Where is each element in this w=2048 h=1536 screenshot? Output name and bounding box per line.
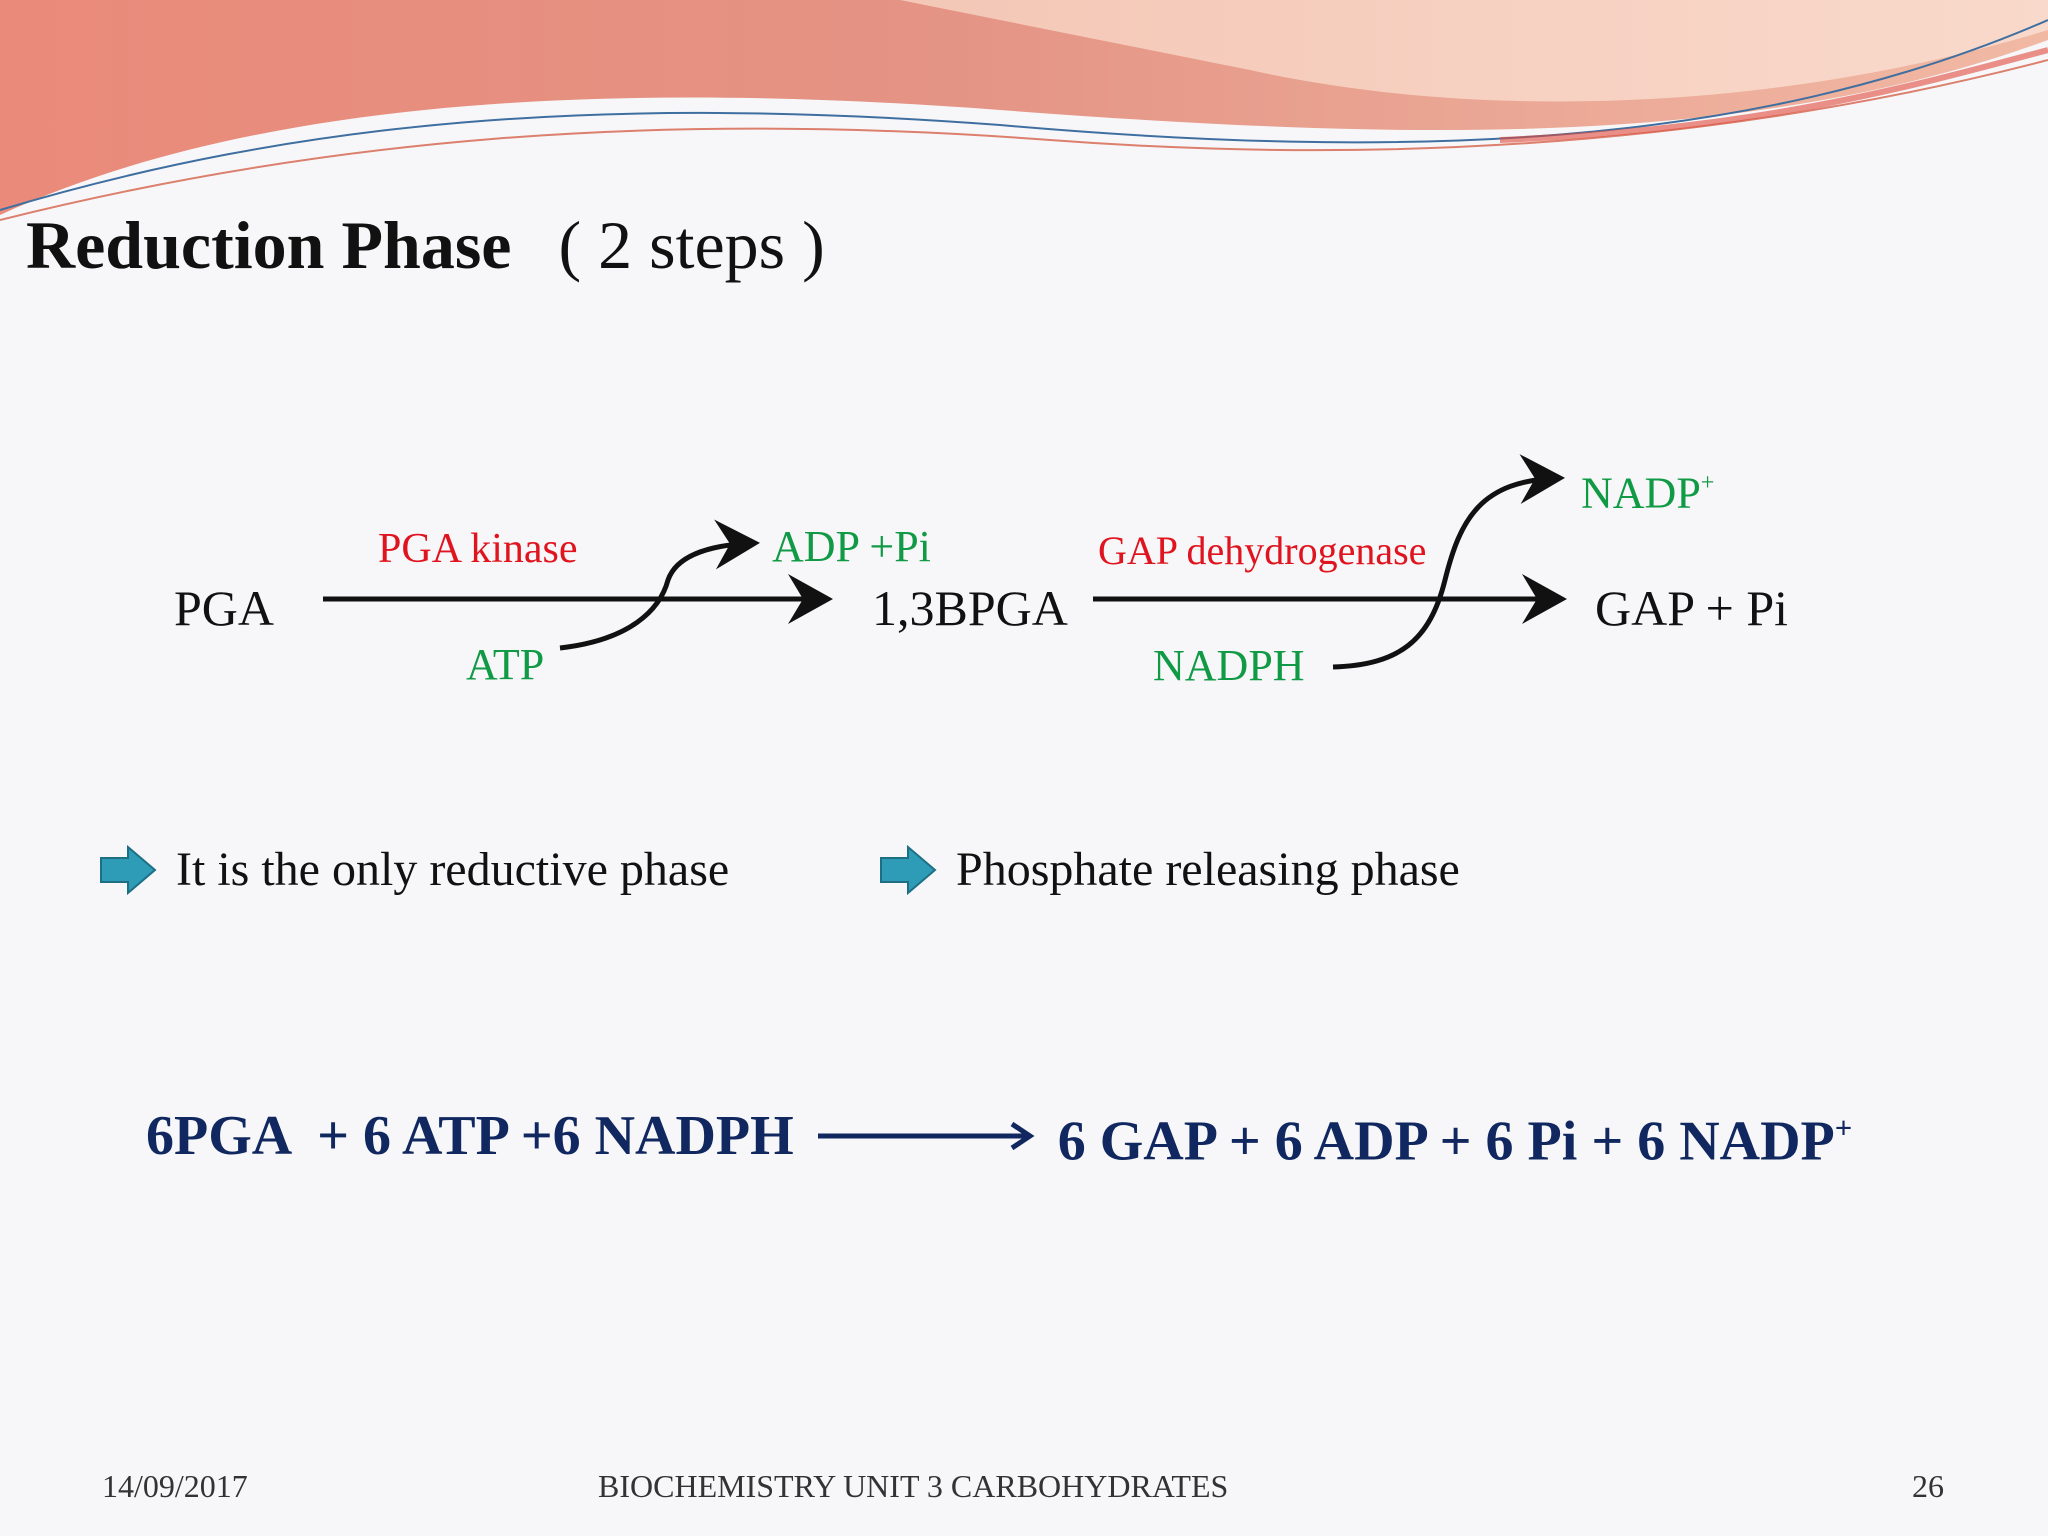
bullet-reductive: It is the only reductive phase [98,842,729,898]
cofactor-adp-pi: ADP +Pi [772,522,931,571]
cofactor-arc-step2 [1332,454,1565,670]
enzyme-pga-kinase: PGA kinase [378,526,578,572]
bullet-text: Phosphate releasing phase [956,843,1460,896]
title-steps: ( 2 steps ) [558,207,825,283]
footer-page-number: 26 [1912,1468,1944,1504]
enzyme-gap-dehydrogenase: GAP dehydrogenase [1098,528,1427,573]
footer-date: 14/09/2017 [102,1468,248,1504]
nadp-superscript: + [1700,469,1715,496]
equation-arrow [817,1121,1035,1150]
arrow-right-icon [100,844,157,896]
cofactor-nadph: NADPH [1153,641,1305,690]
equation-products: 6 GAP + 6 ADP + 6 Pi + 6 NADP+ [1058,1098,1853,1174]
products-text: 6 GAP + 6 ADP + 6 Pi + 6 NADP [1057,1110,1835,1173]
header-banner [0,0,2048,221]
title-main: Reduction Phase [26,207,512,283]
slide-title: Reduction Phase ( 2 steps ) [26,205,825,285]
cofactor-arc-step1 [559,519,760,651]
product-gap-pi: GAP + Pi [1595,580,1789,636]
intermediate-13bpga: 1,3BPGA [872,580,1068,636]
nadp-label: NADP [1581,468,1701,518]
substrate-pga: PGA [174,580,275,636]
footer-title: BIOCHEMISTRY UNIT 3 CARBOHYDRATES [598,1468,1229,1504]
overall-equation: 6PGA + 6 ATP +6 NADPH 6 GAP + 6 ADP + 6 … [146,1098,1852,1174]
cofactor-atp: ATP [466,640,545,689]
bullet-phosphate: Phosphate releasing phase [878,842,1460,898]
cofactor-nadp-plus: NADP+ [1581,460,1714,519]
bullet-text: It is the only reductive phase [176,843,730,896]
products-superscript: + [1834,1111,1853,1145]
equation-reactants: 6PGA + 6 ATP +6 NADPH [146,1104,794,1167]
arrow-right-icon [880,844,937,896]
